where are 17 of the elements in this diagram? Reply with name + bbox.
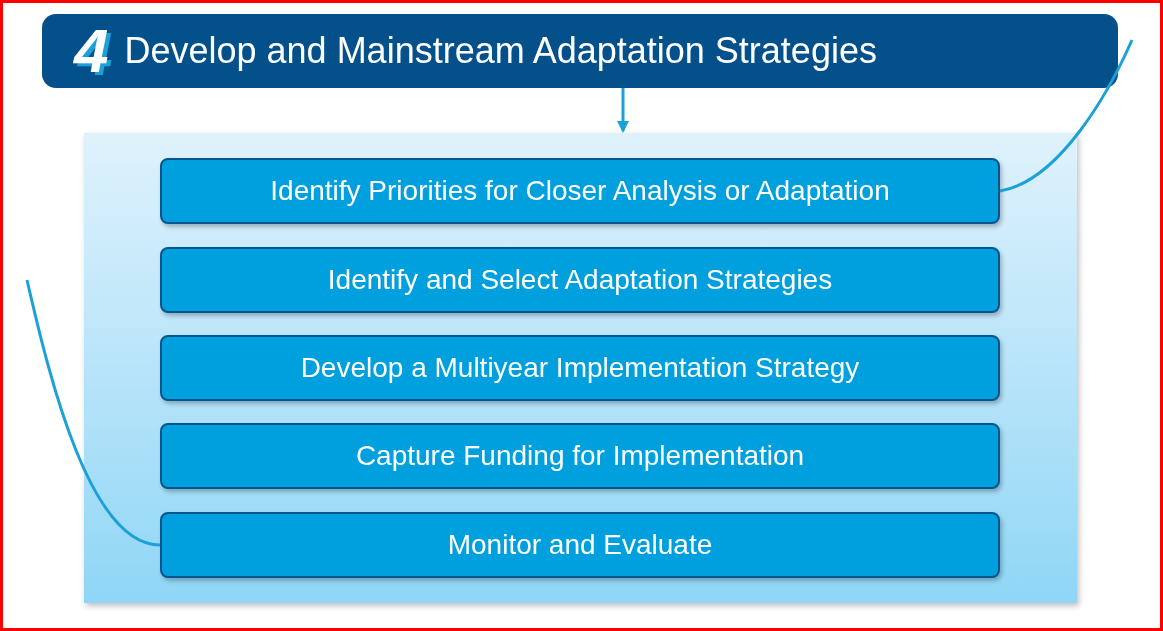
step-box xyxy=(160,512,1000,578)
step-box xyxy=(160,423,1000,489)
step-box xyxy=(160,335,1000,401)
steps-panel xyxy=(84,133,1077,603)
step-label: Capture Funding for Implementation xyxy=(355,439,805,473)
connector-curve xyxy=(25,279,161,547)
arrow xyxy=(617,88,629,133)
title-banner xyxy=(42,14,1118,88)
step-box xyxy=(160,158,1000,224)
banner-title: Develop and Mainstream Adaptation Strategies xyxy=(124,29,877,73)
step-label: Develop a Multiyear Implementation Strategy xyxy=(300,351,860,385)
step-label: Monitor and Evaluate xyxy=(447,528,713,562)
step-label: Identify Priorities for Closer Analysis or Adaptation xyxy=(270,174,890,208)
step-box xyxy=(160,247,1000,313)
connector-curve xyxy=(999,39,1134,193)
step-label: Identify and Select Adaptation Strategies xyxy=(327,263,833,297)
step-number: 4 xyxy=(74,20,109,82)
